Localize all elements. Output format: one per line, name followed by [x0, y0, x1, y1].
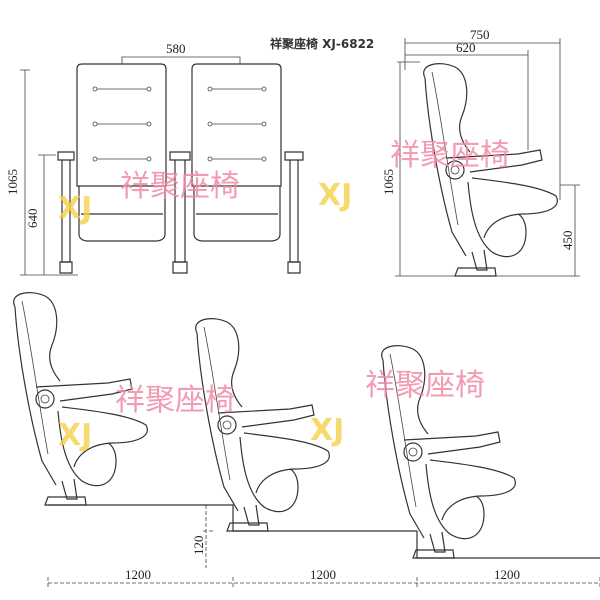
dim-seat-height: 450	[560, 231, 575, 251]
dim-front-width: 580	[166, 41, 186, 56]
svg-text:祥聚座椅: 祥聚座椅	[115, 383, 235, 418]
tiered-rows: 120 1200 1200 1200	[13, 292, 600, 589]
armrest-posts	[57, 151, 304, 274]
svg-text:XJ: XJ	[58, 191, 92, 226]
dim-side-depth-chair: 620	[456, 40, 476, 55]
dim-step-height: 120	[191, 536, 206, 556]
svg-text:XJ: XJ	[58, 418, 92, 453]
watermark: XJ 祥聚座椅 XJ 祥聚座椅 XJ 祥聚座椅 XJ 祥聚座椅	[58, 138, 510, 453]
svg-text:祥聚座椅: 祥聚座椅	[390, 138, 510, 173]
dim-side-depth-total: 750	[470, 27, 490, 42]
dim-arm-height: 640	[25, 209, 40, 229]
svg-text:祥聚座椅: 祥聚座椅	[365, 368, 485, 403]
front-view: 580 1065 640	[5, 41, 304, 276]
svg-text:XJ: XJ	[310, 413, 344, 448]
svg-text:XJ: XJ	[318, 178, 352, 213]
dim-row-spacing-1: 1200	[125, 567, 151, 582]
dim-row-spacing-2: 1200	[310, 567, 336, 582]
side-view: 750 620 1065 450	[381, 27, 580, 277]
dim-side-height: 1065	[381, 169, 396, 195]
stepped-floor	[48, 504, 600, 559]
dim-row-spacing-3: 1200	[494, 567, 520, 582]
model-title: 祥聚座椅 XJ-6822	[270, 36, 374, 51]
dim-front-height: 1065	[5, 169, 20, 195]
svg-text:祥聚座椅: 祥聚座椅	[120, 169, 240, 204]
